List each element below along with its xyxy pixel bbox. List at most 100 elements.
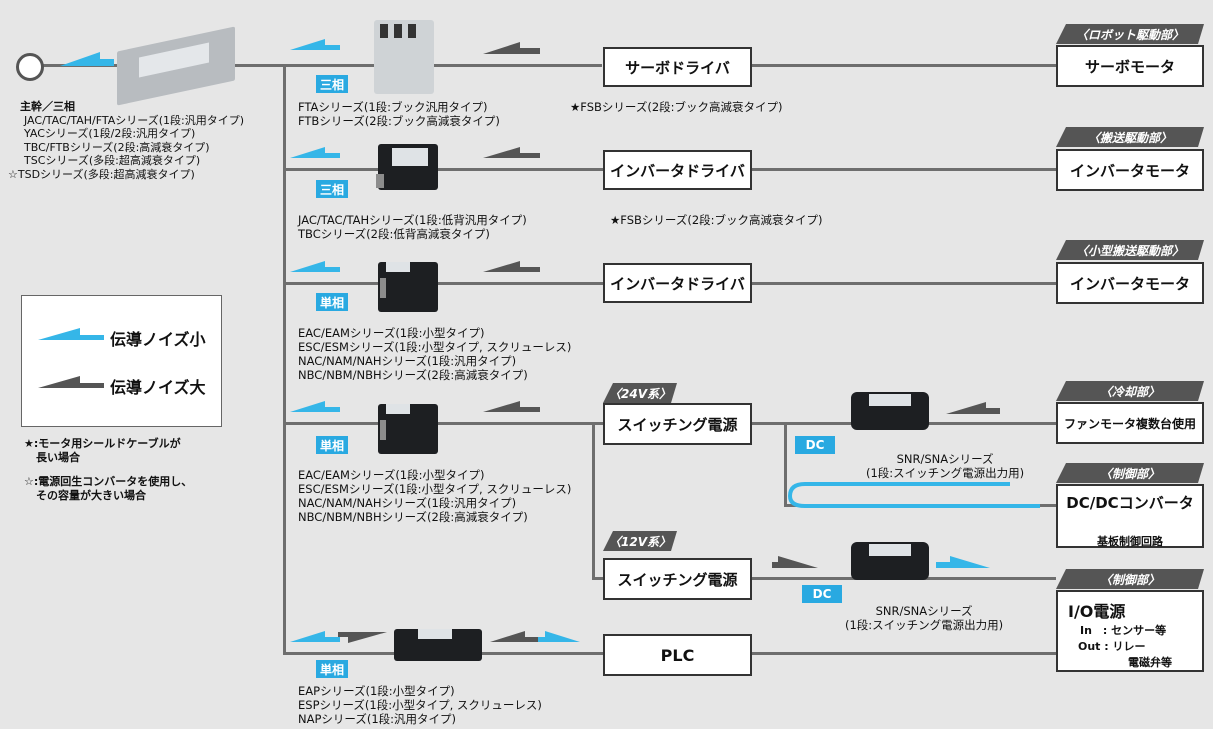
row6-badge: 単相 [316,660,348,678]
row4-end2-sub: 基板制御回路 [1097,535,1163,548]
row3-end-box: インバータモータ [1056,262,1204,304]
row2-line-b [752,168,1056,171]
row2-star: ★FSBシリーズ(2段:ブック高減衰タイプ) [610,213,823,227]
arrow-dark [483,147,540,158]
note-1: 長い場合 [36,450,80,464]
row3-series-0: EAC/EAMシリーズ(1段:小型タイプ) [298,326,485,340]
row1-badge: 三相 [316,75,348,93]
trunk-line-0: 主幹／三相 [20,100,75,113]
arrow-light [290,39,340,50]
arrow-dark [483,261,540,272]
arrow-dark [483,401,540,412]
legend-small-label: 伝導ノイズ小 [110,330,206,349]
legend-light-arrow-icon [38,328,104,340]
arrow-dark-right [772,556,818,568]
row4-end2-title: DC/DCコンバータ [1066,494,1194,512]
arrow-dark [338,632,387,643]
row4-series-0: EAC/EAMシリーズ(1段:小型タイプ) [298,468,485,482]
row4-mid-box: スイッチング電源 [603,403,752,445]
row2-mid-box: インバータドライバ [603,150,752,190]
arrow-dark [946,402,1000,414]
row5-end-in: In : センサー等 [1080,624,1167,637]
row3-filter-image [372,256,444,318]
row5-line [592,577,606,580]
row3-line-b [752,282,1056,285]
legend-box: 伝導ノイズ小 伝導ノイズ大 [21,295,222,427]
row1-series-0: FTAシリーズ(1段:ブック汎用タイプ) [298,100,488,114]
row2-series-0: JAC/TAC/TAHシリーズ(1段:低背汎用タイプ) [298,213,527,227]
row4-tag: 〈冷却部〉 [1056,381,1204,401]
trunk-line-2: YACシリーズ(1段/2段:汎用タイプ) [24,127,196,140]
row5-mid-tag: 〈12V系〉 [603,531,677,551]
trunk-series-list: 主幹／三相 JAC/TAC/TAH/FTAシリーズ(1段:汎用タイプ) YACシ… [8,100,244,181]
branch-vertical [592,422,595,580]
row6-filter-image [388,623,490,665]
note-0: ★:モータ用シールドケーブルが [24,437,181,450]
row5-end-out: Out : リレー [1078,640,1146,653]
note-3: その容量が大きい場合 [36,488,146,502]
arrow-light [532,631,580,642]
notes: ★:モータ用シールドケーブルが 長い場合 ☆:電源回生コンバータを使用し、 その… [24,437,192,502]
snr-filter-12v-image [845,534,935,588]
legend-large-label: 伝導ノイズ大 [110,378,206,397]
row1-series-1: FTBシリーズ(2段:ブック高減衰タイプ) [298,114,500,128]
arrow-dark [483,42,540,54]
bus-vertical [283,64,286,652]
row4-mid-tag: 〈24V系〉 [603,383,677,403]
row5-end-title: I/O電源 [1068,602,1126,621]
trunk-filter-image [117,25,247,106]
snr-filter-24v-image [845,384,935,438]
arrow-light [290,401,340,412]
row2-series-1: TBCシリーズ(2段:低背高減衰タイプ) [298,227,490,241]
row5-snr-0: SNR/SNAシリーズ [875,604,973,618]
row3-series-1: ESC/ESMシリーズ(1段:小型タイプ, スクリューレス) [298,340,572,354]
row3-tag: 〈小型搬送駆動部〉 [1056,240,1204,260]
row4-series-1: ESC/ESMシリーズ(1段:小型タイプ, スクリューレス) [298,482,572,496]
row6-series: EAPシリーズ(1段:小型タイプ) ESPシリーズ(1段:小型タイプ, スクリュ… [298,684,542,726]
trunk-line [42,64,602,67]
row1-series: FTAシリーズ(1段:ブック汎用タイプ) FTBシリーズ(2段:ブック高減衰タイ… [298,100,500,128]
row4-end2-box: DC/DCコンバータ 基板制御回路 [1056,484,1204,548]
row4-tag2: 〈制御部〉 [1056,463,1204,483]
row5-end-out2: 電磁弁等 [1128,656,1172,669]
row4-snr: SNR/SNAシリーズ (1段:スイッチング電源出力用) [866,452,1024,480]
row2-line [283,168,603,171]
arrow-light [290,631,340,642]
row4-series-2: NAC/NAM/NAHシリーズ(1段:汎用タイプ) [298,496,517,510]
row1-tag: 〈ロボット駆動部〉 [1056,24,1204,44]
row2-series: JAC/TAC/TAHシリーズ(1段:低背汎用タイプ) TBCシリーズ(2段:低… [298,213,527,241]
arrow-light [290,147,340,158]
legend-dark-arrow-icon [38,376,104,388]
row4-line [283,422,603,425]
trunk-line-1: JAC/TAC/TAH/FTAシリーズ(1段:汎用タイプ) [24,113,244,127]
power-source-circle [16,53,44,81]
row6-mid-box: PLC [603,634,752,676]
trunk-line-5: ☆TSDシリーズ(多段:超高減衰タイプ) [8,167,195,181]
row4-dc-badge: DC [795,436,835,454]
row4-series: EAC/EAMシリーズ(1段:小型タイプ) ESC/ESMシリーズ(1段:小型タ… [298,468,571,524]
row2-tag: 〈搬送駆動部〉 [1056,127,1204,147]
row4-series-3: NBC/NBM/NBHシリーズ(2段:高減衰タイプ) [298,510,528,524]
trunk-line-4: TSCシリーズ(多段:超高減衰タイプ) [24,154,201,167]
row6-line-b [752,652,1056,655]
row2-badge: 三相 [316,180,348,198]
row3-mid-box: インバータドライバ [603,263,752,303]
dc-curve-arrow [787,482,1040,508]
arrow-light-right [936,556,990,568]
row5-mid-box: スイッチング電源 [603,558,752,600]
row3-series-3: NBC/NBM/NBHシリーズ(2段:高減衰タイプ) [298,368,528,382]
row1-line [752,64,1056,67]
note-2: ☆:電源回生コンバータを使用し、 [24,475,193,488]
row4-vertical [784,422,787,506]
row5-tag: 〈制御部〉 [1056,569,1204,589]
row4-badge: 単相 [316,436,348,454]
row3-badge: 単相 [316,293,348,311]
row1-end-box: サーボモータ [1056,45,1204,87]
arrow-light [290,261,340,272]
row5-snr-1: (1段:スイッチング電源出力用) [845,618,1004,632]
row1-mid-box: サーボドライバ [603,47,752,87]
row3-line [283,282,603,285]
row2-filter-image [372,136,444,198]
arrow-light [60,52,114,66]
